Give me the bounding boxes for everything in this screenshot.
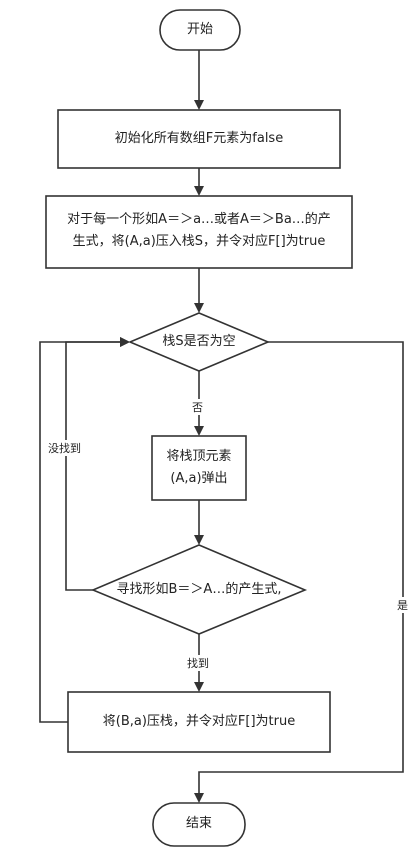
process-label: 对于每一个形如A＝＞a…或者A＝＞Ba…的产 生式，将(A,a)压入栈S，并令对… xyxy=(46,209,352,253)
decision-empty-label: 栈S是否为空 xyxy=(162,334,236,349)
end-terminal xyxy=(152,802,246,847)
init-label: 初始化所有数组F元素为false xyxy=(114,131,284,146)
edge-label-no: 否 xyxy=(191,399,204,415)
push-box xyxy=(67,691,331,753)
start-terminal xyxy=(159,9,241,51)
arrow-yes-to-end xyxy=(194,341,404,803)
push-label: 将(B,a)压栈，并令对应F[]为true xyxy=(102,714,296,729)
arrow-push-loop xyxy=(39,337,130,723)
edge-label-found: 找到 xyxy=(186,655,210,671)
pop-box xyxy=(151,435,247,501)
pop-label-line2: (A,a)弹出 xyxy=(170,471,228,486)
process-box xyxy=(45,195,353,269)
edge-label-yes: 是 xyxy=(396,597,409,613)
pop-label-line1: 将栈顶元素 xyxy=(166,449,232,464)
decision-find-label: 寻找形如B＝＞A…的产生式, xyxy=(116,582,282,597)
start-label: 开始 xyxy=(186,22,213,37)
arrow-not-found-loop xyxy=(65,337,130,591)
init-box xyxy=(57,109,341,169)
edge-label-not-found: 没找到 xyxy=(47,440,82,456)
end-label: 结束 xyxy=(185,816,212,831)
pop-label: 将栈顶元素 (A,a)弹出 xyxy=(152,446,246,490)
process-label-line2: 生式，将(A,a)压入栈S，并令对应F[]为true xyxy=(72,234,326,249)
process-label-line1: 对于每一个形如A＝＞a…或者A＝＞Ba…的产 xyxy=(67,212,331,227)
